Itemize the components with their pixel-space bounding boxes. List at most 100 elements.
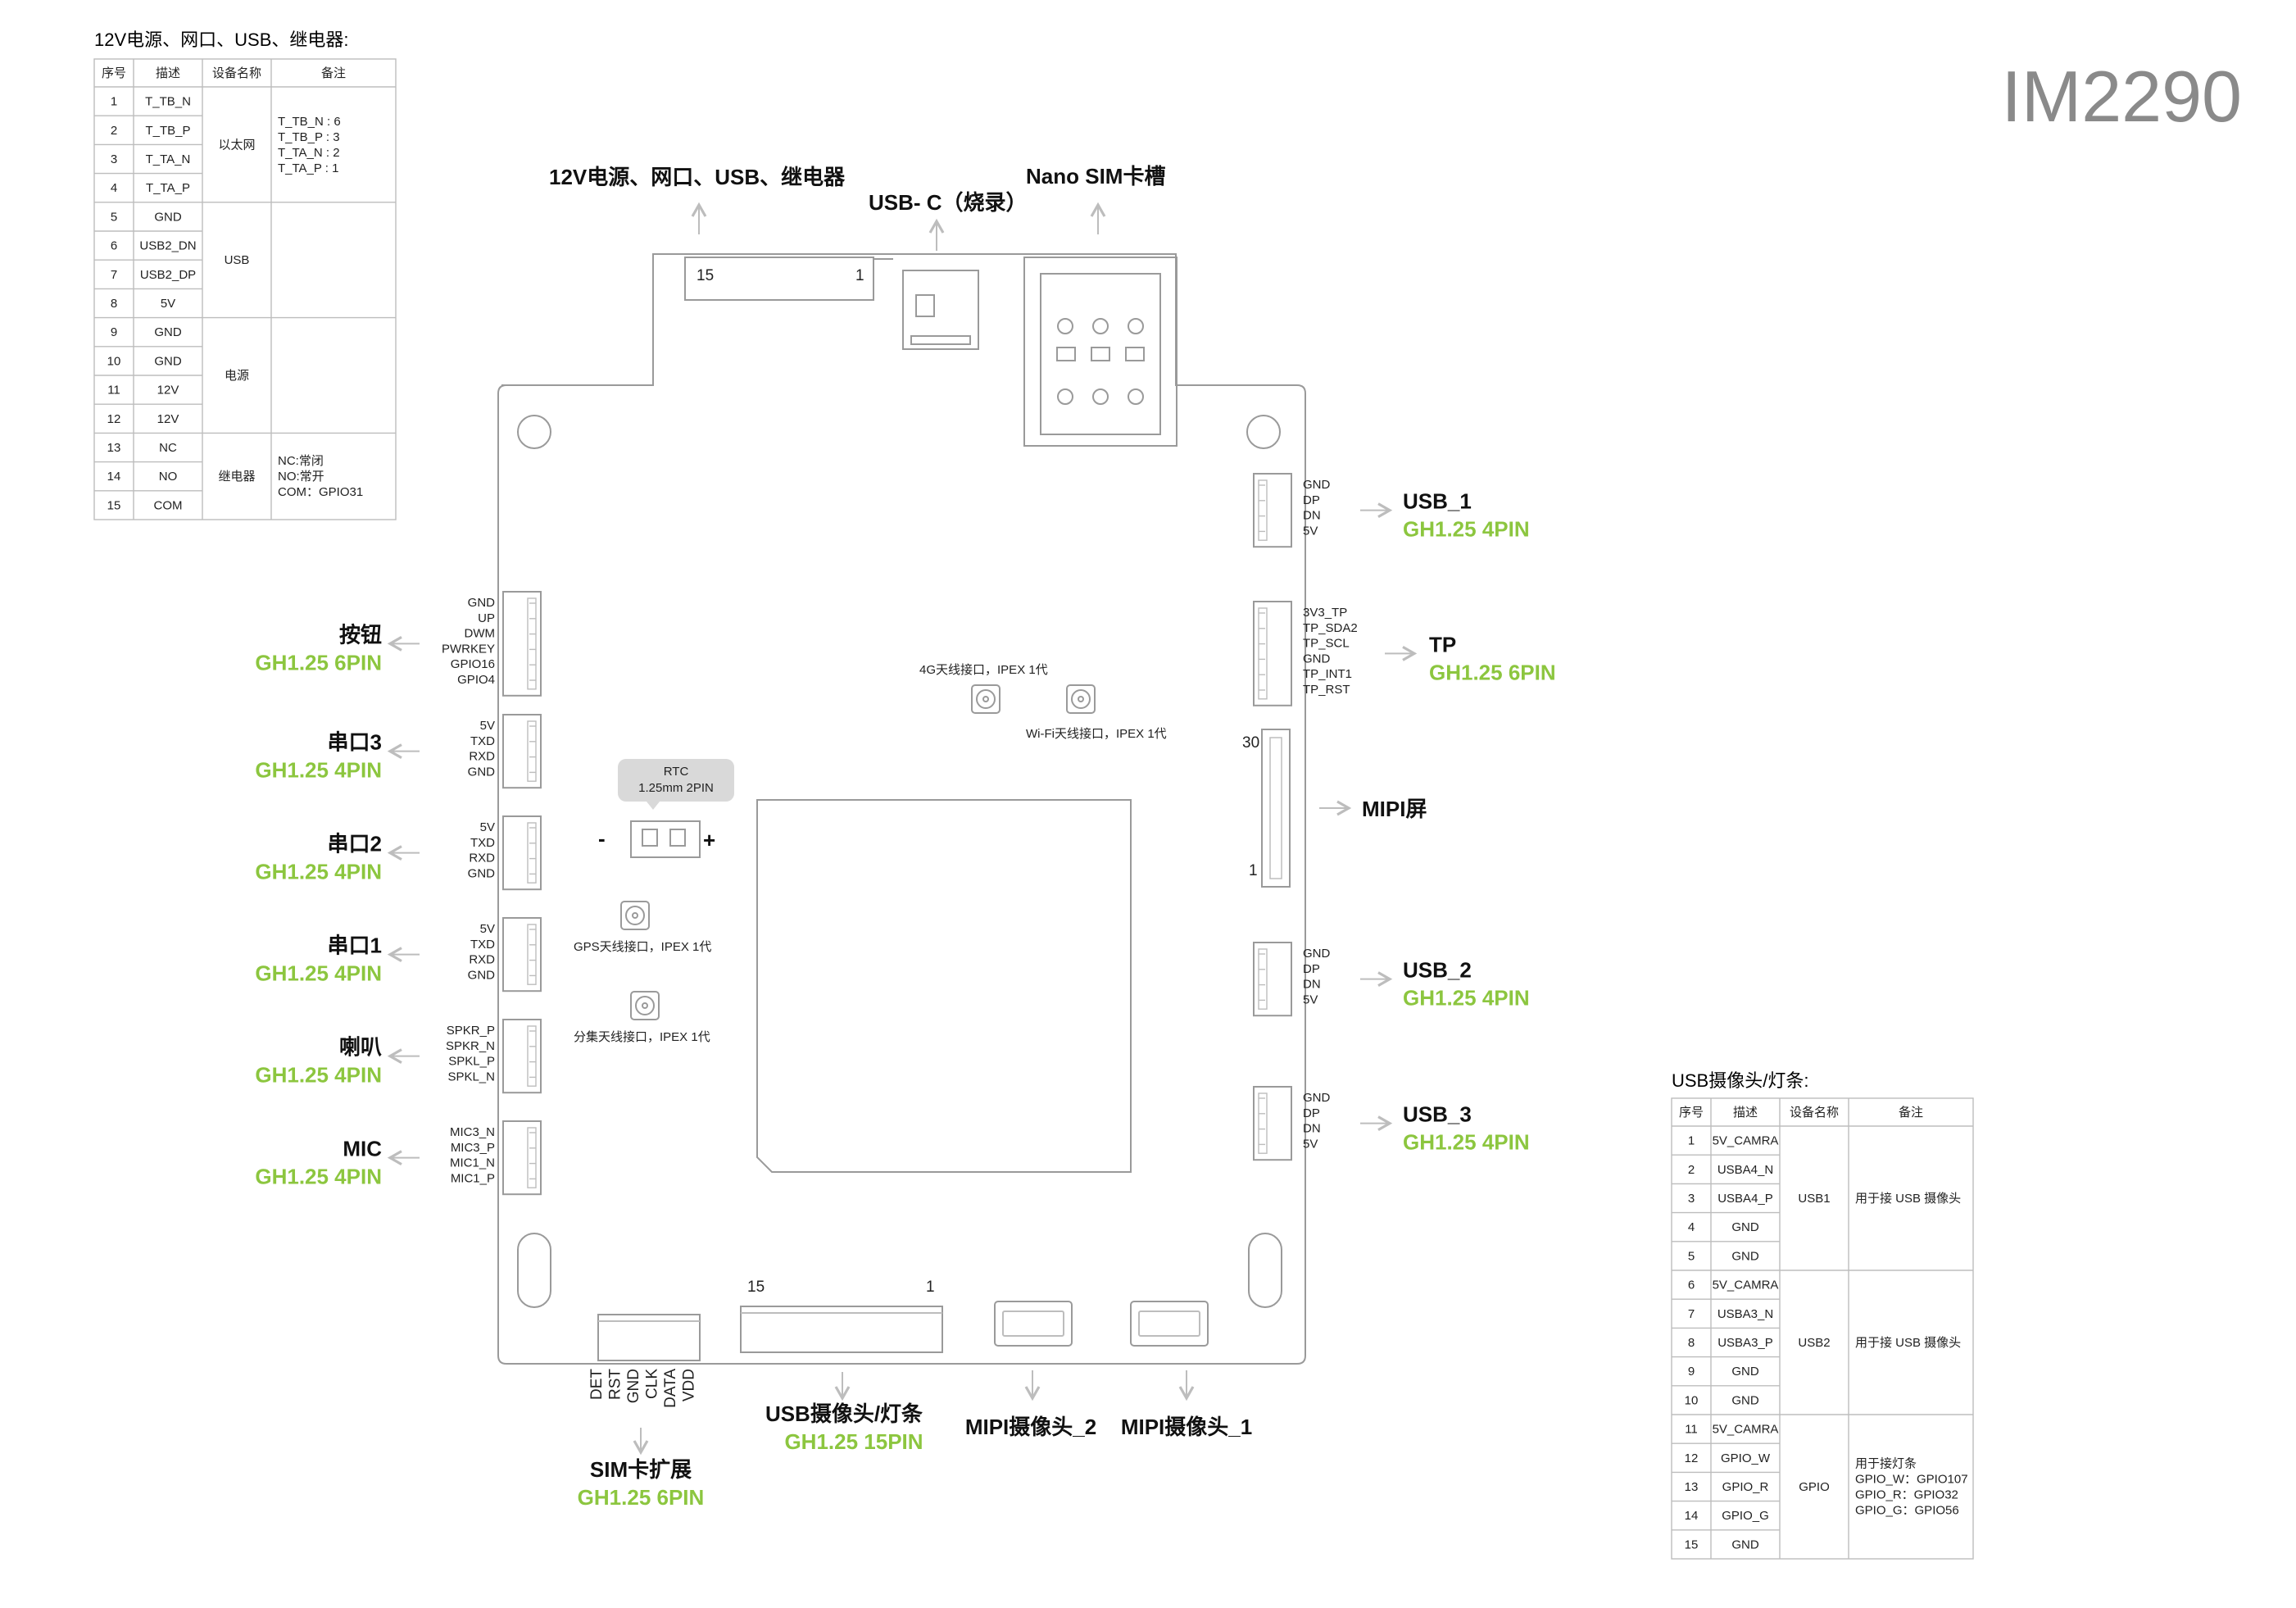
usb-cam-pin-1-label: 1 [926, 1279, 935, 1296]
antenna-wifi-icon [1066, 684, 1096, 714]
right_connectors-0-pin-3: 5V [1303, 524, 1318, 538]
table2-row-10-no: 11 [1685, 1423, 1698, 1437]
rtc-title: RTC [664, 765, 689, 779]
table1-row-6-no: 7 [111, 268, 117, 282]
left_connectors-4-spec: GH1.25 4PIN [255, 1063, 382, 1088]
right_connectors-1-spec: GH1.25 6PIN [1429, 660, 1556, 684]
right_connectors-2-title: USB_2 [1403, 958, 1472, 983]
right_connectors-0-spec: GH1.25 4PIN [1403, 517, 1530, 542]
left_connectors-0-pin-1: UP [478, 611, 495, 625]
table2-row-9-desc: GND [1731, 1393, 1759, 1407]
table2-row-13-no: 14 [1685, 1509, 1699, 1523]
left_connectors-0-spec: GH1.25 6PIN [255, 650, 382, 675]
left_connectors-3-pin-1: TXD [470, 938, 495, 952]
table1-header-2: 设备名称 [212, 66, 261, 80]
right_connectors-3-pin-2: DN [1303, 1122, 1321, 1136]
table1-row-8-no: 9 [111, 325, 117, 339]
right_connectors-0-pin-1: DP [1303, 493, 1320, 507]
right_connectors-3-spec: GH1.25 4PIN [1403, 1130, 1530, 1155]
table1-row-13-desc: NO [159, 470, 178, 484]
table2-row-3-no: 4 [1688, 1220, 1695, 1234]
table2-row-12-desc: GPIO_R [1722, 1480, 1769, 1494]
table1-row-14-desc: COM [154, 498, 183, 512]
table2-row-6-desc: USBA3_N [1717, 1307, 1773, 1321]
table2-header-3: 备注 [1899, 1106, 1923, 1120]
right_connectors-3-pin-0: GND [1303, 1091, 1331, 1105]
right_connectors-0-contacts [1258, 479, 1268, 541]
right_connectors-1-contacts [1258, 607, 1268, 700]
left_connectors-1-spec: GH1.25 4PIN [255, 758, 382, 783]
table1-row-3-no: 4 [111, 181, 117, 195]
mipi-cam1-connector [1130, 1301, 1209, 1347]
right_connectors-0-pin-0: GND [1303, 478, 1331, 492]
table1-row-9-desc: GND [154, 354, 182, 368]
table1-group-3-note-1: NO:常开 [278, 470, 324, 484]
left_connectors-2-pin-2: RXD [469, 852, 495, 865]
table1-group-1-device: USB [225, 253, 250, 267]
right_connectors-1-pin-3: GND [1303, 652, 1331, 665]
table2-row-3-desc: GND [1731, 1220, 1759, 1234]
table2-row-7-no: 8 [1688, 1336, 1695, 1350]
table2-group-2-note-0: 用于接灯条 [1855, 1457, 1917, 1471]
rtc-callout: RTC 1.25mm 2PIN [618, 759, 734, 810]
table2-header-0: 序号 [1679, 1106, 1704, 1120]
left_connectors-1-contacts [527, 720, 537, 782]
mipi-pin-1-label: 1 [1249, 862, 1258, 879]
table2-row-8-no: 9 [1688, 1365, 1695, 1379]
left_connectors-1-housing [502, 714, 542, 789]
right_connectors-1-pin-0: 3V3_TP [1303, 606, 1347, 620]
table1-group-3-device: 继电器 [218, 470, 255, 484]
left_connectors-2-housing [502, 815, 542, 891]
left_connectors-5-pin-0: MIC3_N [450, 1125, 495, 1139]
som-module [756, 799, 1132, 1173]
table1-group-3-note-2: COM：GPIO31 [278, 485, 363, 499]
table1-row-4-desc: GND [154, 210, 182, 224]
table1-group-0-note-2: T_TA_N : 2 [278, 146, 340, 160]
table2-row-13-desc: GPIO_G [1722, 1509, 1769, 1523]
rtc-connector [630, 820, 701, 858]
left_connectors-0-pin-4: GPIO16 [451, 657, 495, 671]
left_connectors-1-pin-1: TXD [470, 734, 495, 748]
table2-row-0-desc: 5V_CAMRA [1713, 1134, 1779, 1148]
right_connectors-2-spec: GH1.25 4PIN [1403, 986, 1530, 1011]
left_connectors-0-housing [502, 591, 542, 697]
left_connectors-2-pin-0: 5V [480, 820, 495, 834]
table2-row-2-desc: USBA4_P [1717, 1192, 1773, 1206]
table2-row-11-desc: GPIO_W [1721, 1451, 1771, 1465]
left_connectors-5-pin-2: MIC1_N [450, 1156, 495, 1170]
table1-row-4-no: 5 [111, 210, 117, 224]
table2-group-2-device: GPIO [1799, 1480, 1830, 1494]
power-title: 12V电源、网口、USB、继电器 [549, 165, 846, 189]
table1-row-5-no: 6 [111, 239, 117, 253]
table1-row-10-desc: 12V [157, 384, 179, 397]
left_connectors-2-contacts [527, 822, 537, 883]
left_connectors-3-pin-3: GND [468, 968, 496, 982]
usb-cam-spec: GH1.25 15PIN [784, 1429, 923, 1454]
table1-group-2-device: 电源 [225, 369, 249, 383]
table1-row-8-desc: GND [154, 325, 182, 339]
mipi-cam2-title: MIPI摄像头_2 [965, 1415, 1096, 1439]
antenna-gps-icon [620, 901, 650, 930]
left_connectors-3-pin-2: RXD [469, 953, 495, 967]
table2-group-0-device: USB1 [1798, 1192, 1830, 1206]
left_connectors-5-contacts [527, 1127, 537, 1188]
usb-cam-title: USB摄像头/灯条 [765, 1401, 923, 1426]
table2-header-1: 描述 [1733, 1106, 1758, 1120]
power-pin-1-label: 1 [855, 267, 864, 284]
table2-row-1-desc: USBA4_N [1717, 1163, 1773, 1177]
right_connectors-2-pin-0: GND [1303, 947, 1331, 961]
table2-row-6-no: 7 [1688, 1307, 1695, 1321]
table2-row-5-no: 6 [1688, 1279, 1695, 1292]
table1-row-11-no: 12 [107, 412, 121, 426]
left_connectors-0-pin-3: PWRKEY [442, 642, 495, 656]
table2-row-0-no: 1 [1688, 1134, 1695, 1148]
right_connectors-1-pin-2: TP_SCL [1303, 637, 1350, 651]
table2-row-8-desc: GND [1731, 1365, 1759, 1379]
table2-group-0-note-0: 用于接 USB 摄像头 [1855, 1192, 1961, 1206]
table1-row-2-desc: T_TA_N [146, 152, 191, 166]
table2-row-14-no: 15 [1685, 1538, 1699, 1551]
